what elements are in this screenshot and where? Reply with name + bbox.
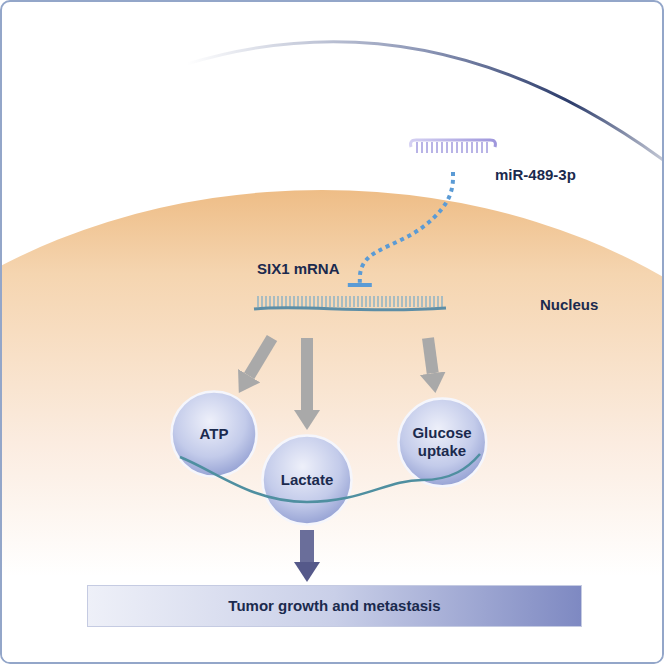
cell-membrane-arc [187, 42, 664, 162]
base-stroke [466, 142, 468, 153]
base-stroke [377, 296, 379, 307]
base-stroke [365, 296, 367, 307]
base-stroke [313, 296, 315, 307]
base-stroke [293, 296, 295, 307]
base-stroke [381, 296, 383, 307]
nucleus-shape [0, 190, 664, 664]
outcome-label: Tumor growth and metastasis [228, 597, 440, 615]
base-stroke [345, 296, 347, 307]
base-stroke [273, 296, 275, 307]
base-stroke [353, 296, 355, 307]
base-stroke [441, 296, 443, 307]
base-stroke [373, 296, 375, 307]
mrna-label: SIX1 mRNA [257, 260, 340, 278]
mrna-strand: SIX1 mRNA [252, 288, 448, 316]
base-stroke [451, 142, 453, 153]
base-stroke [471, 142, 473, 153]
base-stroke [333, 296, 335, 307]
metabolite-label: Lactate [281, 471, 334, 489]
region-label: Nucleus [540, 296, 598, 314]
mirna-hairpin-shape [407, 138, 499, 168]
mrna-backbone [254, 308, 446, 310]
base-stroke [401, 296, 403, 307]
mrna-strand-shape [252, 288, 448, 316]
base-stroke [446, 142, 448, 153]
metabolite-label: ATP [200, 425, 229, 443]
base-stroke [426, 142, 428, 153]
base-stroke [417, 296, 419, 307]
metabolite-label: Glucose uptake [407, 424, 477, 460]
base-stroke [321, 296, 323, 307]
base-stroke [397, 296, 399, 307]
base-stroke [285, 296, 287, 307]
base-stroke [277, 296, 279, 307]
base-stroke [389, 296, 391, 307]
base-stroke [421, 296, 423, 307]
base-stroke [369, 296, 371, 307]
base-stroke [416, 142, 418, 153]
base-stroke [385, 296, 387, 307]
outcome-bar: Tumor growth and metastasis [87, 585, 582, 627]
mirna-label: miR-489-3p [495, 166, 576, 184]
mirna-backbone [411, 140, 496, 147]
base-stroke [433, 296, 435, 307]
base-stroke [461, 142, 463, 153]
base-stroke [329, 296, 331, 307]
circle-shape [398, 398, 486, 486]
circle-shape [263, 436, 352, 525]
metabolite-circle: ATP [170, 390, 258, 478]
base-stroke [337, 296, 339, 307]
regulation-arrow [301, 338, 313, 410]
metabolic-link-line [180, 454, 480, 502]
outcome-arrow [300, 530, 314, 562]
base-stroke [425, 296, 427, 307]
base-stroke [429, 296, 431, 307]
base-stroke [486, 142, 488, 153]
base-stroke [436, 142, 438, 153]
base-stroke [265, 296, 267, 307]
base-stroke [261, 296, 263, 307]
mirna-hairpin: miR-489-3p [407, 138, 499, 168]
base-stroke [405, 296, 407, 307]
base-stroke [413, 296, 415, 307]
base-stroke [421, 142, 423, 153]
metabolite-circle: Lactate [261, 434, 353, 526]
base-stroke [317, 296, 319, 307]
base-stroke [431, 142, 433, 153]
base-stroke [437, 296, 439, 307]
base-stroke [325, 296, 327, 307]
base-stroke [456, 142, 458, 153]
base-stroke [297, 296, 299, 307]
base-stroke [349, 296, 351, 307]
base-stroke [393, 296, 395, 307]
base-stroke [409, 296, 411, 307]
base-stroke [269, 296, 271, 307]
regulation-arrow [428, 338, 433, 373]
base-stroke [257, 296, 259, 307]
base-stroke [341, 296, 343, 307]
base-stroke [305, 296, 307, 307]
base-stroke [357, 296, 359, 307]
base-stroke [281, 296, 283, 307]
base-stroke [361, 296, 363, 307]
base-stroke [481, 142, 483, 153]
base-stroke [441, 142, 443, 153]
base-stroke [309, 296, 311, 307]
base-stroke [289, 296, 291, 307]
base-stroke [476, 142, 478, 153]
circle-shape [172, 392, 257, 477]
metabolite-circle: Glucose uptake [397, 397, 488, 488]
base-stroke [301, 296, 303, 307]
